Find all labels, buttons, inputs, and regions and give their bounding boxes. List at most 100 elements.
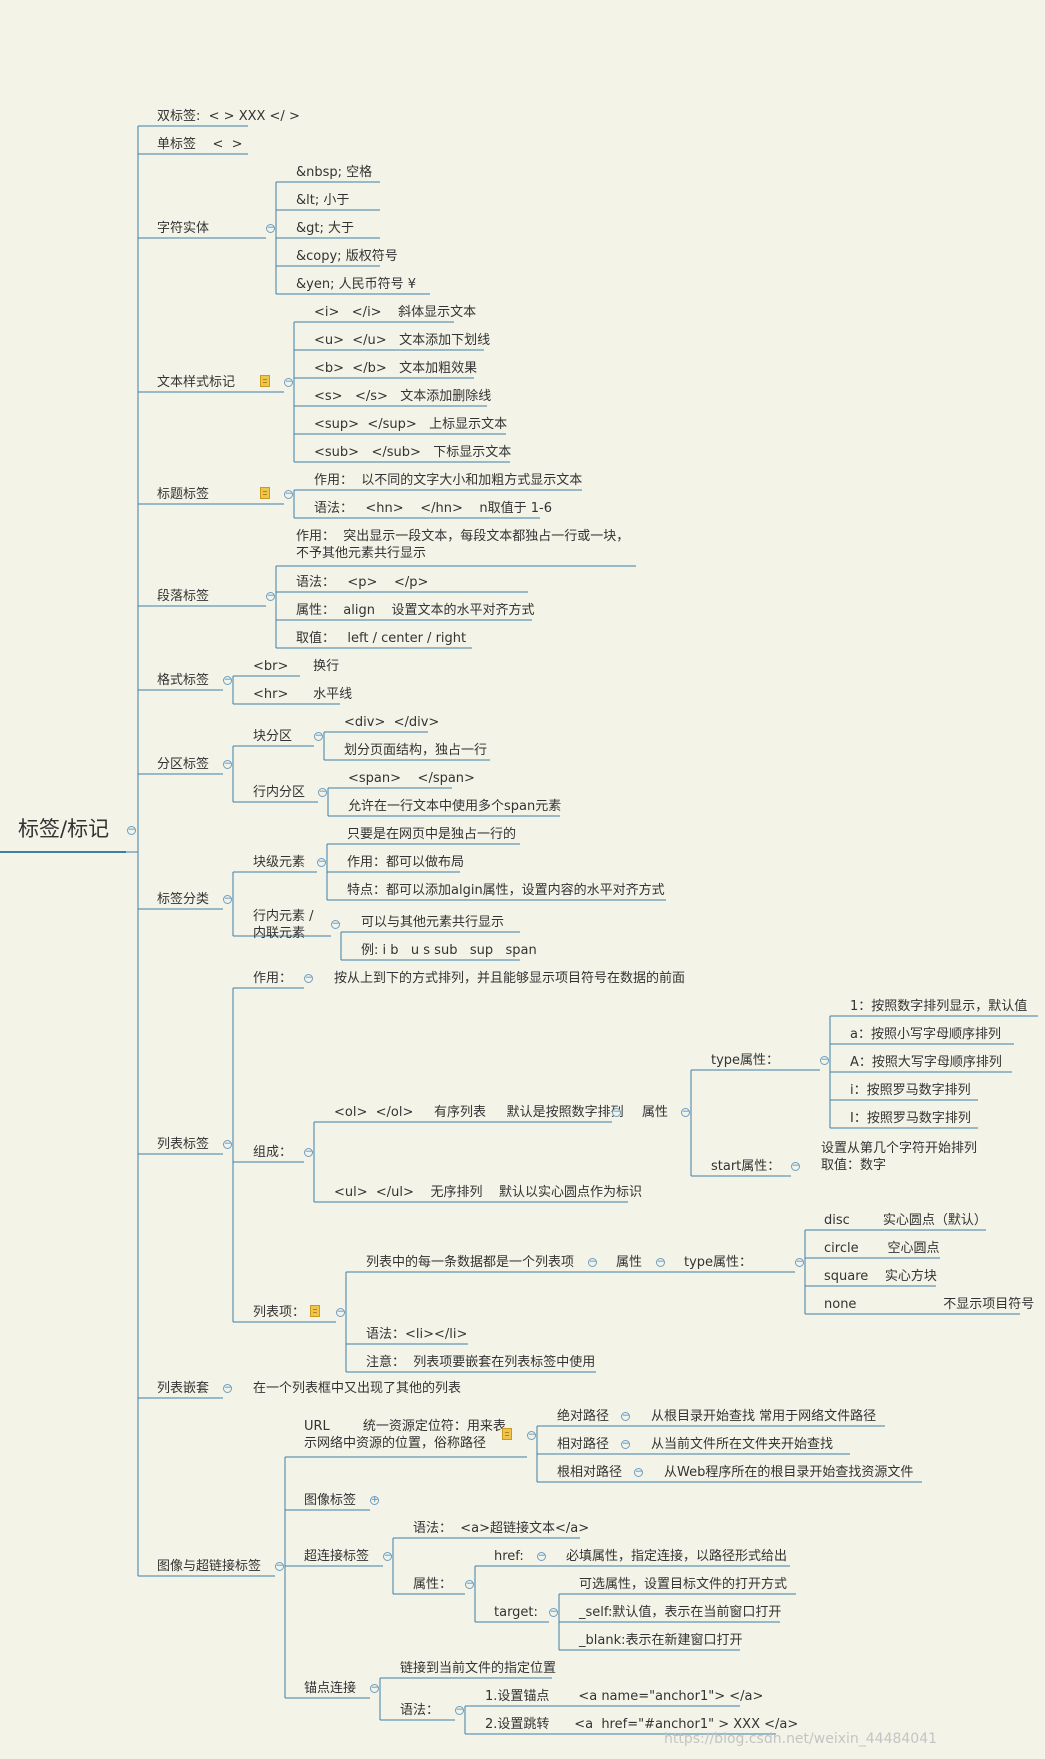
leaf-list-type[interactable]: circle 空心圆点: [824, 1241, 940, 1256]
collapse-toggle-icon[interactable]: −: [656, 1257, 665, 1267]
leaf-list-item-note[interactable]: 注意： 列表项要嵌套在列表标签中使用: [366, 1355, 596, 1370]
node-image-link[interactable]: 图像与超链接标签: [157, 1559, 262, 1574]
leaf-anchor-step[interactable]: 2.设置跳转 <a href="#anchor1" > XXX </a>: [485, 1717, 799, 1732]
collapse-toggle-icon[interactable]: −: [223, 759, 232, 769]
leaf-path-desc[interactable]: 从Web程序所在的根目录开始查找资源文件: [664, 1465, 914, 1480]
node-list-purpose[interactable]: 作用：: [253, 971, 293, 986]
node-image-tag[interactable]: 图像标签: [304, 1493, 357, 1508]
expand-toggle-icon[interactable]: +: [370, 1495, 379, 1505]
collapse-toggle-icon[interactable]: −: [223, 675, 232, 685]
collapse-toggle-icon[interactable]: −: [127, 825, 136, 835]
node-anchor[interactable]: 锚点连接: [304, 1681, 357, 1696]
node-path-type[interactable]: 绝对路径: [557, 1409, 610, 1424]
note-icon[interactable]: [310, 1305, 320, 1317]
leaf-list-type[interactable]: none 不显示项目符号: [824, 1297, 1035, 1312]
node-inline-elements[interactable]: 行内元素 / 内联元素: [253, 909, 314, 941]
leaf-list-item-desc[interactable]: 列表中的每一条数据都是一个列表项: [366, 1255, 575, 1270]
leaf-list-item-syntax[interactable]: 语法：<li></li>: [366, 1327, 468, 1342]
node-list-item-type[interactable]: type属性：: [684, 1255, 753, 1270]
leaf-text-style[interactable]: <u> </u> 文本添加下划线: [314, 333, 491, 348]
leaf-paragraph[interactable]: 取值： left / center / right: [296, 631, 467, 646]
node-paragraph[interactable]: 段落标签: [157, 589, 210, 604]
leaf-start-desc[interactable]: 设置从第几个字符开始排列 取值：数字: [821, 1141, 978, 1173]
collapse-toggle-icon[interactable]: −: [314, 731, 323, 741]
node-path-type[interactable]: 相对路径: [557, 1437, 610, 1452]
leaf-text-style[interactable]: <sup> </sup> 上标显示文本: [314, 417, 508, 432]
node-href[interactable]: href:: [494, 1549, 524, 1564]
collapse-toggle-icon[interactable]: −: [795, 1257, 804, 1267]
leaf-format[interactable]: <br> 换行: [253, 659, 340, 674]
leaf-nesting[interactable]: 在一个列表框中又出现了其他的列表: [253, 1381, 462, 1396]
collapse-toggle-icon[interactable]: −: [549, 1607, 558, 1617]
leaf-type-value[interactable]: A：按照大写字母顺序排列: [850, 1055, 1002, 1070]
collapse-toggle-icon[interactable]: −: [266, 223, 275, 233]
leaf-heading[interactable]: 语法： <hn> </hn> n取值于 1-6: [314, 501, 552, 516]
leaf-classification[interactable]: 只要是在网页中是独占一行的: [347, 827, 517, 842]
leaf-text-style[interactable]: <sub> </sub> 下标显示文本: [314, 445, 512, 460]
node-block-division[interactable]: 块分区: [253, 729, 293, 744]
node-format[interactable]: 格式标签: [157, 673, 210, 688]
collapse-toggle-icon[interactable]: −: [455, 1705, 464, 1715]
node-division[interactable]: 分区标签: [157, 757, 210, 772]
node-start-attr[interactable]: start属性：: [711, 1159, 781, 1174]
node-block-elements[interactable]: 块级元素: [253, 855, 306, 870]
leaf-hyperlink-syntax[interactable]: 语法： <a>超链接文本</a>: [413, 1521, 590, 1536]
node-hyperlink[interactable]: 超连接标签: [304, 1549, 370, 1564]
collapse-toggle-icon[interactable]: −: [465, 1579, 474, 1589]
collapse-toggle-icon[interactable]: −: [383, 1551, 392, 1561]
leaf-type-value[interactable]: i：按照罗马数字排列: [850, 1083, 971, 1098]
collapse-toggle-icon[interactable]: −: [370, 1683, 379, 1693]
node-list-composition[interactable]: 组成：: [253, 1145, 293, 1160]
collapse-toggle-icon[interactable]: −: [621, 1411, 630, 1421]
leaf-entity[interactable]: &gt; 大于: [296, 221, 354, 236]
collapse-toggle-icon[interactable]: −: [304, 973, 313, 983]
leaf-anchor-step[interactable]: 1.设置锚点 <a name="anchor1"> </a>: [485, 1689, 764, 1704]
collapse-toggle-icon[interactable]: −: [223, 894, 232, 904]
collapse-toggle-icon[interactable]: −: [612, 1107, 621, 1117]
collapse-toggle-icon[interactable]: −: [336, 1307, 345, 1317]
node-ol-attr[interactable]: 属性: [642, 1105, 669, 1120]
collapse-toggle-icon[interactable]: −: [223, 1139, 232, 1149]
node-list[interactable]: 列表标签: [157, 1137, 210, 1152]
node-type-attr[interactable]: type属性：: [711, 1053, 780, 1068]
collapse-toggle-icon[interactable]: −: [331, 919, 340, 929]
collapse-toggle-icon[interactable]: −: [275, 1561, 284, 1571]
collapse-toggle-icon[interactable]: −: [223, 1383, 232, 1393]
leaf-classification[interactable]: 例: i b u s sub sup span: [361, 943, 537, 958]
node-inline-division[interactable]: 行内分区: [253, 785, 306, 800]
collapse-toggle-icon[interactable]: −: [318, 787, 327, 797]
collapse-toggle-icon[interactable]: −: [284, 377, 293, 387]
leaf-list-purpose[interactable]: 按从上到下的方式排列，并且能够显示项目符号在数据的前面: [334, 971, 686, 986]
leaf-division[interactable]: 划分页面结构，独占一行: [344, 743, 488, 758]
note-icon[interactable]: [502, 1428, 512, 1440]
note-icon[interactable]: [260, 375, 270, 387]
leaf-entity[interactable]: &copy; 版权符号: [296, 249, 398, 264]
leaf-target[interactable]: 可选属性，设置目标文件的打开方式: [579, 1577, 788, 1592]
leaf-list-type[interactable]: disc 实心圆点（默认）: [824, 1213, 987, 1228]
leaf-path-desc[interactable]: 从当前文件所在文件夹开始查找: [651, 1437, 834, 1452]
node-ol[interactable]: <ol> </ol> 有序列表 默认是按照数字排列: [334, 1105, 624, 1120]
leaf-division[interactable]: 允许在一行文本中使用多个span元素: [348, 799, 562, 814]
node-ul[interactable]: <ul> </ul> 无序排列 默认以实心圆点作为标识: [334, 1185, 642, 1200]
leaf-target[interactable]: _blank:表示在新建窗口打开: [579, 1633, 743, 1648]
collapse-toggle-icon[interactable]: −: [537, 1551, 546, 1561]
collapse-toggle-icon[interactable]: −: [681, 1107, 690, 1117]
collapse-toggle-icon[interactable]: −: [304, 1147, 313, 1157]
leaf-type-value[interactable]: a：按照小写字母顺序排列: [850, 1027, 1001, 1042]
leaf-classification[interactable]: 作用：都可以做布局: [347, 855, 465, 870]
collapse-toggle-icon[interactable]: −: [317, 857, 326, 867]
collapse-toggle-icon[interactable]: −: [527, 1430, 536, 1440]
leaf-heading[interactable]: 作用： 以不同的文字大小和加粗方式显示文本: [314, 473, 583, 488]
node-classification[interactable]: 标签分类: [157, 892, 210, 907]
node-text-style[interactable]: 文本样式标记: [157, 375, 236, 390]
collapse-toggle-icon[interactable]: −: [820, 1055, 829, 1065]
collapse-toggle-icon[interactable]: −: [284, 489, 293, 499]
leaf-type-value[interactable]: 1：按照数字排列显示，默认值: [850, 999, 1028, 1014]
note-icon[interactable]: [260, 487, 270, 499]
leaf-entity[interactable]: &nbsp; 空格: [296, 165, 373, 180]
leaf-division[interactable]: <div> </div>: [344, 715, 440, 730]
node-anchor-syntax[interactable]: 语法：: [400, 1703, 440, 1718]
leaf-list-type[interactable]: square 实心方块: [824, 1269, 937, 1284]
node-target[interactable]: target:: [494, 1605, 538, 1620]
node-hyperlink-attr[interactable]: 属性：: [413, 1577, 453, 1592]
